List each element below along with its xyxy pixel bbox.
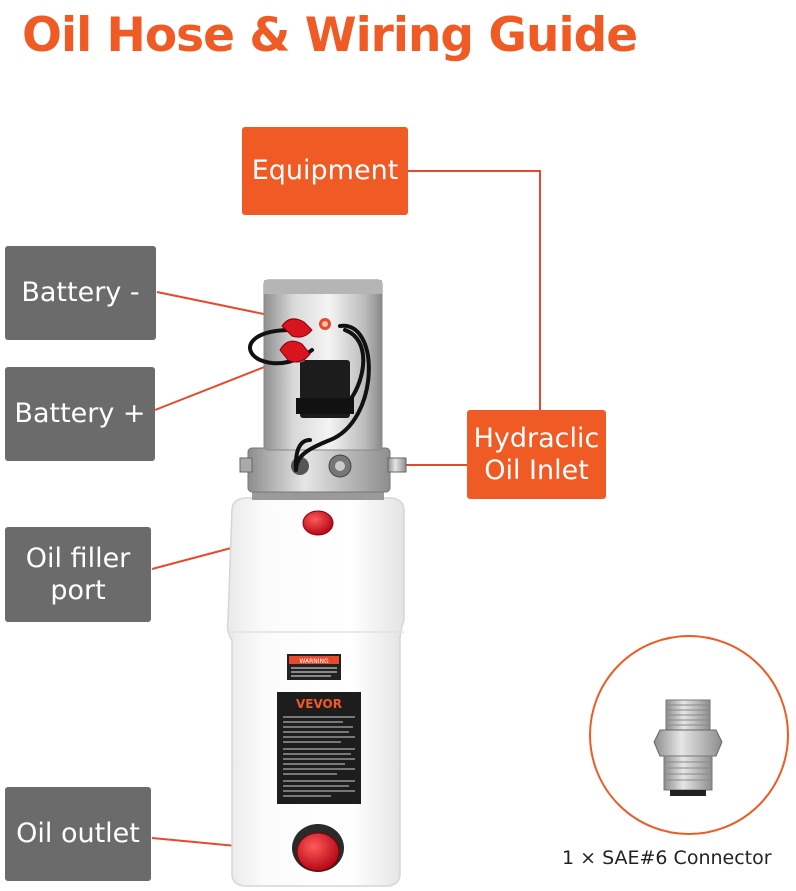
label-hydraulic-oil-inlet-line1: Hydraclic [473, 422, 600, 454]
label-equipment-text: Equipment [251, 155, 399, 186]
equipment-leader-line [407, 170, 541, 410]
battery-terminals [279, 318, 313, 363]
warning-text: WARNING [299, 658, 329, 665]
label-battery-negative-text: Battery - [21, 277, 140, 308]
oil-outlet-fitting [292, 824, 344, 872]
hydraulic-oil-inlet-port [387, 457, 407, 473]
label-battery-positive: Battery + [5, 367, 155, 461]
label-oil-outlet: Oil outlet [5, 787, 151, 881]
label-battery-positive-text: Battery + [14, 398, 146, 429]
label-oil-filler-port-line1: Oil filler [25, 542, 131, 574]
connector-caption: 1 × SAE#6 Connector [562, 847, 772, 869]
manifold-block [239, 447, 407, 500]
battery-negative-terminal-boot [281, 318, 313, 338]
label-hydraulic-oil-inlet-line2: Oil Inlet [484, 454, 589, 486]
label-equipment: Equipment [242, 127, 408, 215]
page-title: Oil Hose & Wiring Guide [22, 8, 638, 63]
oil-filler-cap [302, 510, 334, 536]
brand-logo: VEVOR [296, 697, 342, 711]
label-oil-filler-port: Oil filler port [5, 527, 151, 622]
connector-illustration [589, 635, 789, 835]
label-hydraulic-oil-inlet: Hydraclic Oil Inlet [467, 410, 606, 499]
oil-tank: WARNING VEVOR [226, 497, 405, 887]
label-oil-outlet-text: Oil outlet [16, 818, 140, 849]
wires [248, 323, 371, 472]
battery-positive-terminal-boot [279, 340, 311, 363]
label-battery-negative: Battery - [5, 246, 156, 340]
label-oil-filler-port-line2: port [50, 574, 106, 606]
